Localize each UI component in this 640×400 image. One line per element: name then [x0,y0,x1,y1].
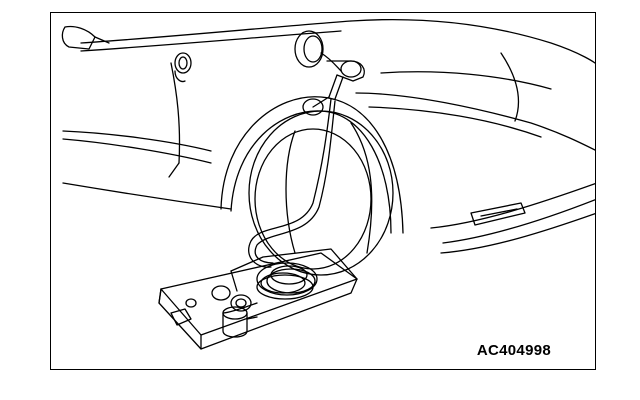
rear-wheel [220,96,404,276]
figure-frame: AC404998 [50,12,596,370]
fuel-filler-adapter [294,30,365,116]
side-mirror [61,25,110,50]
evap-tester-case [158,248,358,350]
tester-hose [248,98,336,268]
line-drawing [61,18,595,350]
door-lock [174,52,192,83]
figure-id-label: AC404998 [476,342,551,359]
car-body [62,18,595,254]
